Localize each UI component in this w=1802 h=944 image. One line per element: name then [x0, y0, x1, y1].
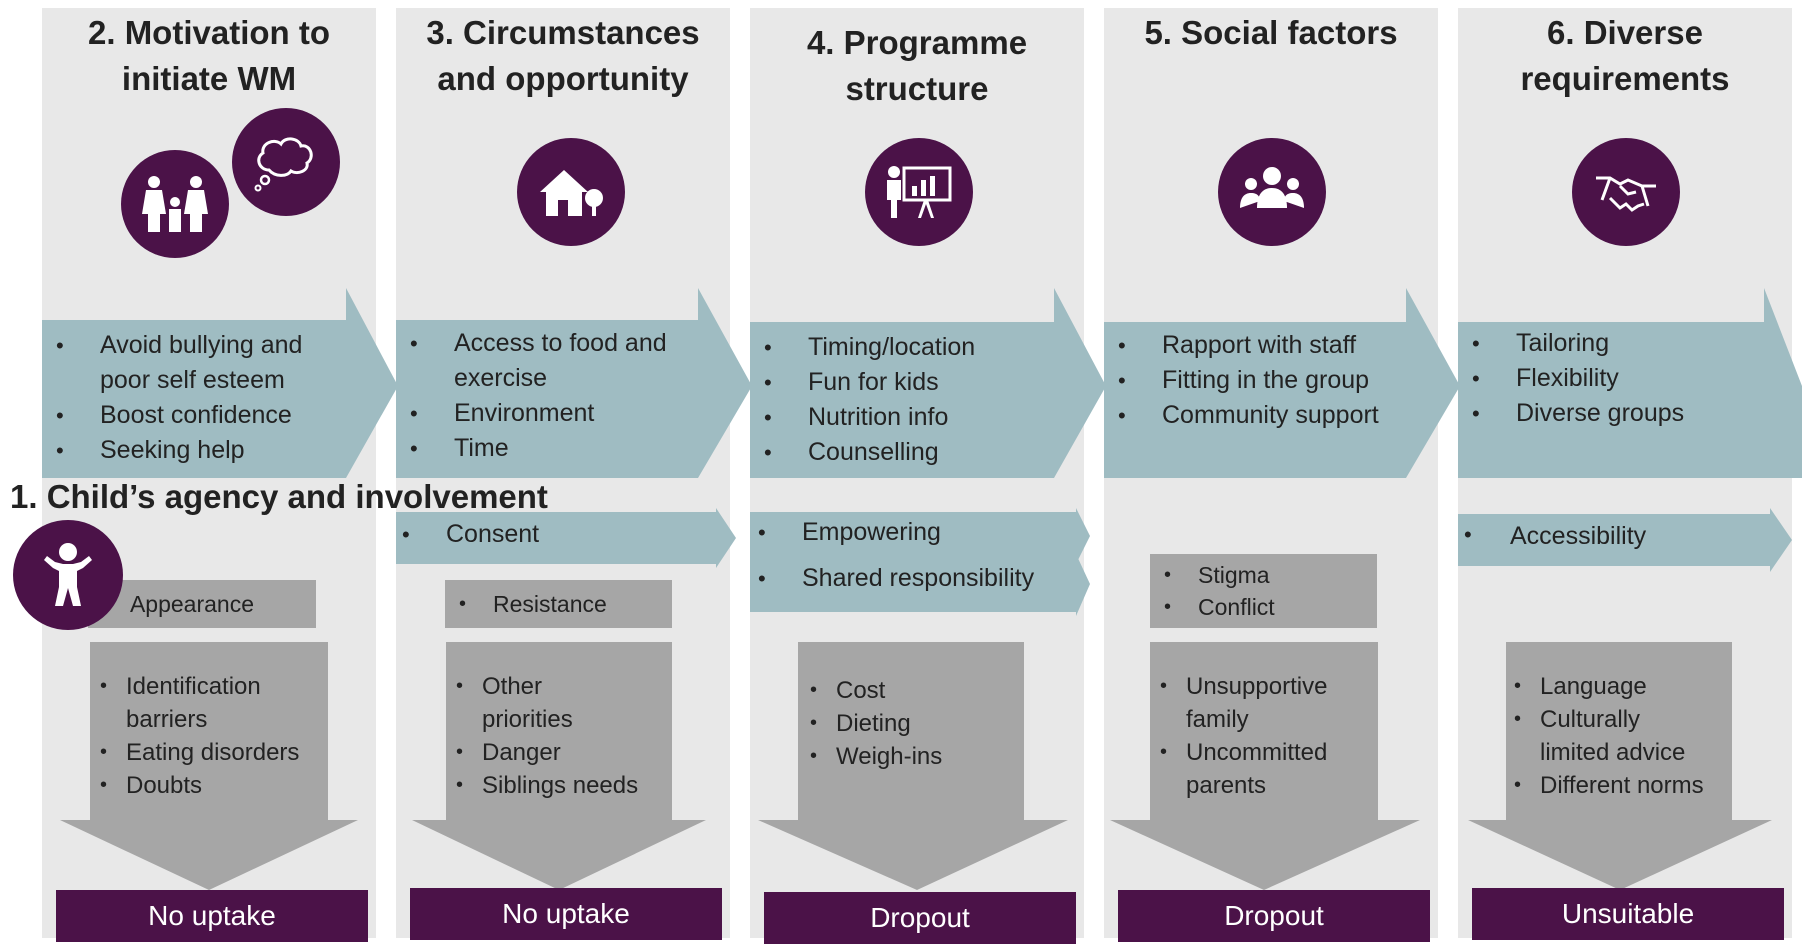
facilitator-item: Fun for kids: [750, 365, 975, 400]
facilitator-item: Avoid bullying and: [42, 328, 302, 363]
barrier-item: parents: [1186, 772, 1267, 799]
presentation-icon: [865, 138, 973, 246]
child-icon: [13, 520, 123, 630]
facilitator-item: Diverse groups: [1458, 396, 1684, 431]
facilitator-item: Tailoring: [1458, 326, 1684, 361]
outcome-label: Dropout: [764, 892, 1076, 944]
facilitator-item: Community support: [1104, 398, 1379, 433]
stigma-label: Stigma: [1150, 559, 1275, 591]
group-icon: [1218, 138, 1326, 246]
empowering-arrow: • Empowering • Shared responsibility: [750, 508, 1090, 624]
empowering-label: Empowering: [802, 518, 941, 546]
consent-label: Consent: [446, 520, 540, 548]
facilitator-item: Fitting in the group: [1104, 363, 1379, 398]
facilitator-item: Nutrition info: [750, 400, 975, 435]
barrier-item: Language: [1508, 670, 1704, 703]
barrier-item: Eating disorders: [94, 736, 299, 769]
agency-title: 1. Child’s agency and involvement: [10, 478, 548, 515]
facilitator-item: poor self esteem: [100, 366, 285, 394]
barrier-item: Danger: [450, 736, 638, 769]
barrier-item: Cost: [804, 674, 942, 707]
barrier-item: Weigh-ins: [804, 740, 942, 773]
family-icon: [121, 150, 229, 258]
barrier-item: Identification: [94, 670, 299, 703]
resistance-label: Resistance: [445, 588, 607, 620]
consent-arrow: • Consent: [396, 508, 736, 568]
column-title: 5. Social factors: [1144, 14, 1398, 51]
facilitator-item: Time: [396, 431, 667, 466]
outcome-label: No uptake: [410, 888, 722, 940]
barrier-item: family: [1186, 706, 1249, 733]
barrier-arrow: Other priorities Danger Siblings needs: [396, 640, 730, 890]
facilitator-item: Flexibility: [1458, 361, 1684, 396]
barrier-arrow: Language Culturally limited advice Diffe…: [1458, 640, 1792, 890]
barrier-item: Other: [450, 670, 638, 703]
accessibility-label: Accessibility: [1510, 522, 1647, 550]
outcome-label: No uptake: [56, 890, 368, 942]
resistance-box: Resistance: [445, 580, 672, 628]
facilitator-item: Boost confidence: [42, 398, 302, 433]
facilitator-arrow: Rapport with staff Fitting in the group …: [1104, 288, 1460, 478]
appearance-label: Appearance: [129, 590, 255, 617]
barrier-item: Dieting: [804, 707, 942, 740]
appearance-box: Appearance: [88, 580, 316, 628]
barrier-arrow: Unsupportive family Uncommitted parents: [1104, 640, 1438, 890]
handshake-icon: [1572, 138, 1680, 246]
barrier-item: Uncommitted: [1154, 736, 1327, 769]
shared-responsibility-label: Shared responsibility: [802, 564, 1035, 592]
barrier-item: limited advice: [1540, 739, 1686, 766]
barrier-item: Doubts: [94, 769, 299, 802]
barrier-item: Unsupportive: [1154, 670, 1327, 703]
facilitator-arrow: Avoid bullying and poor self esteem Boos…: [42, 288, 398, 478]
facilitator-item: Environment: [396, 396, 667, 431]
barrier-item: priorities: [482, 706, 573, 733]
facilitator-item: Counselling: [750, 435, 975, 470]
barrier-arrow: Cost Dieting Weigh-ins: [750, 640, 1084, 890]
facilitator-item: Access to food and: [396, 326, 667, 361]
facilitator-arrow: Access to food and exercise Environment …: [396, 288, 752, 478]
conflict-label: Conflict: [1150, 591, 1275, 623]
house-tree-icon: [517, 138, 625, 246]
barrier-item: Different norms: [1508, 769, 1704, 802]
facilitator-arrow: Tailoring Flexibility Diverse groups: [1458, 288, 1802, 478]
stigma-conflict-box: Stigma Conflict: [1150, 554, 1377, 628]
facilitator-arrow: Timing/location Fun for kids Nutrition i…: [750, 288, 1106, 478]
facilitator-item: Seeking help: [42, 433, 302, 468]
barrier-item: Culturally: [1508, 703, 1704, 736]
outcome-label: Unsuitable: [1472, 888, 1784, 940]
facilitator-item: Rapport with staff: [1104, 328, 1379, 363]
barrier-arrow: Identification barriers Eating disorders…: [42, 640, 376, 890]
accessibility-arrow: • Accessibility: [1458, 508, 1792, 572]
barrier-item: Siblings needs: [450, 769, 638, 802]
outcome-label: Dropout: [1118, 890, 1430, 942]
thought-bubble-icon: [232, 108, 340, 216]
facilitator-item: exercise: [454, 364, 548, 392]
barrier-item: barriers: [126, 706, 208, 733]
facilitator-item: Timing/location: [750, 330, 975, 365]
